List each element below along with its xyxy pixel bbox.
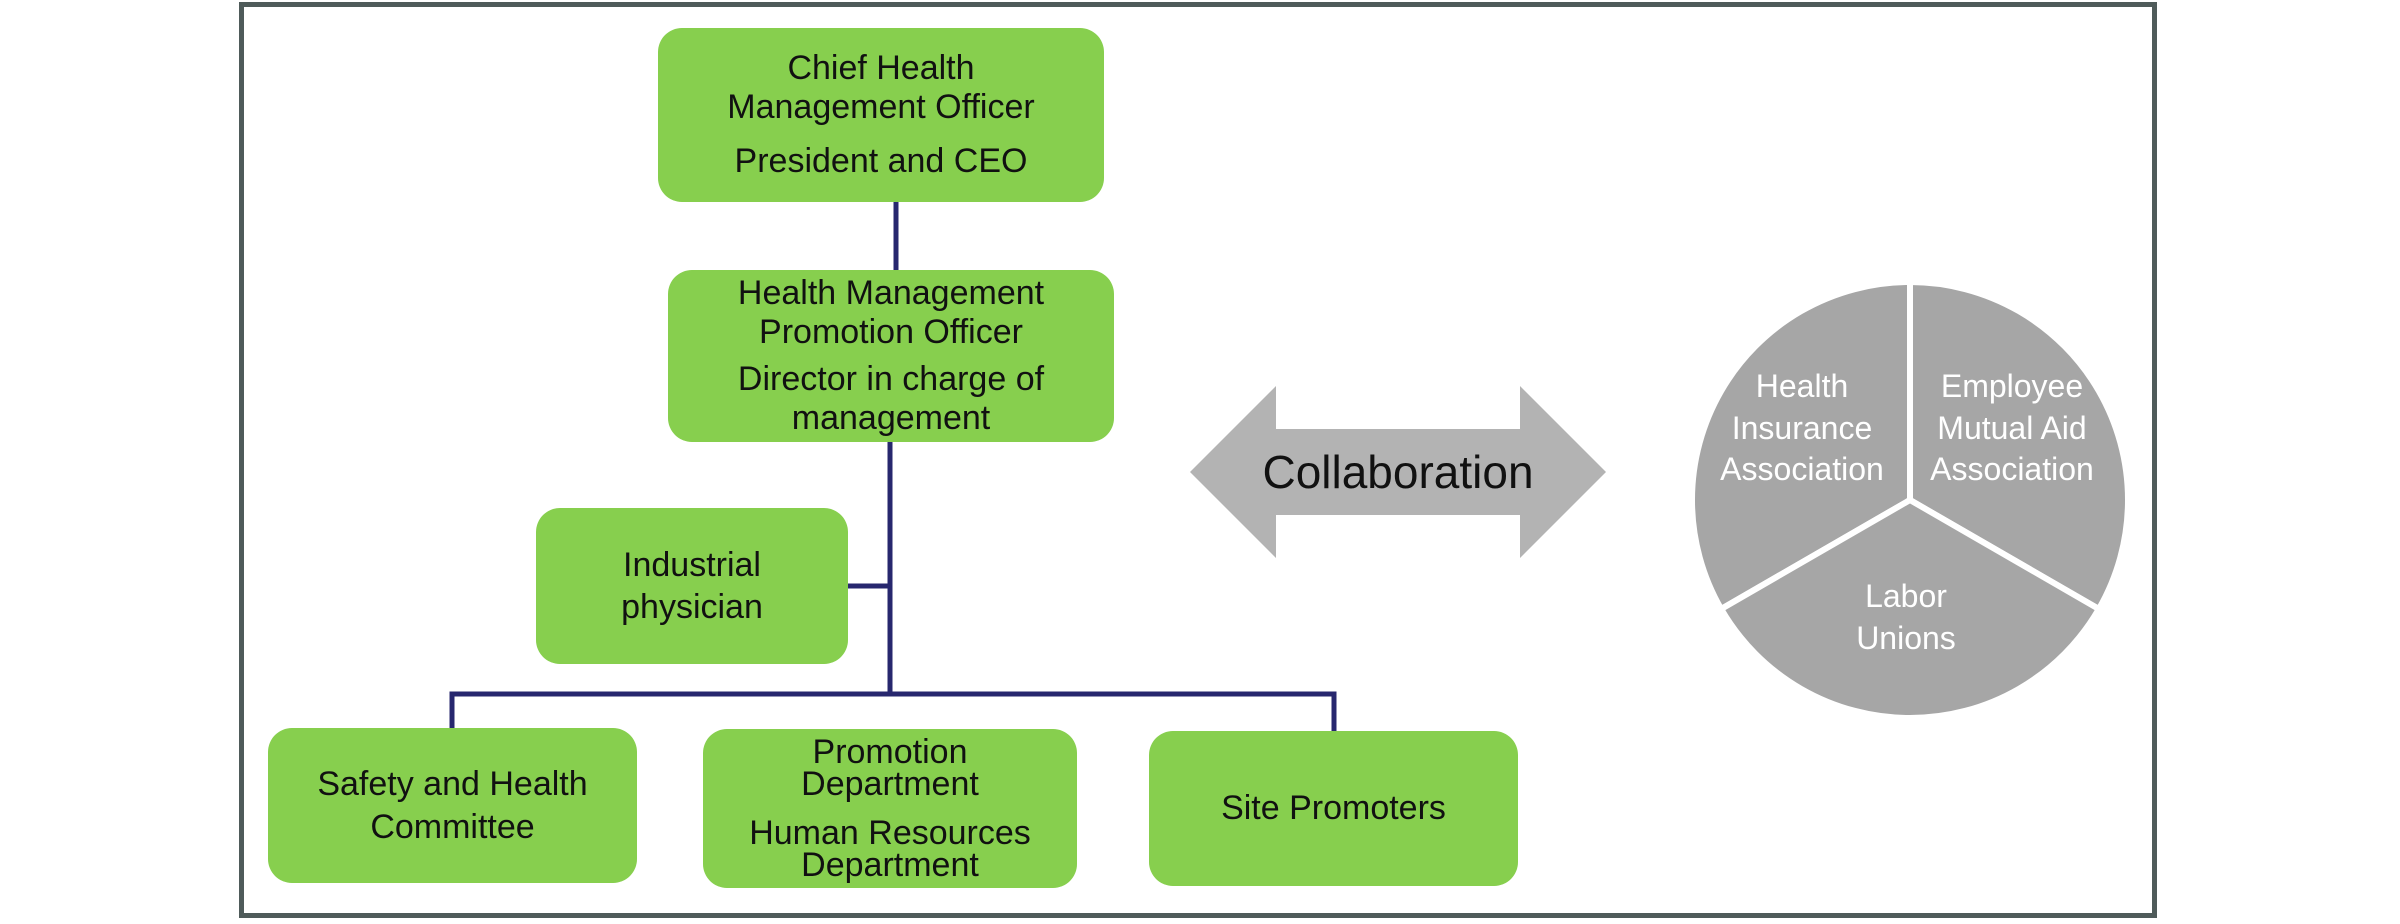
officer-title-line1: Health Management (737, 273, 1045, 312)
partner-organizations-pie (1690, 280, 2130, 720)
chief-role: President and CEO (734, 141, 1028, 180)
diagram-frame (239, 2, 2157, 918)
health-management-promotion-officer-box: Health Management Promotion Officer Dire… (668, 270, 1114, 442)
pie-slice-mutual-aid (1907, 280, 2130, 612)
industrial-physician-box: Industrial physician (536, 508, 848, 664)
collaboration-double-arrow (1190, 386, 1606, 558)
safety-and-health-committee-box: Safety and Health Committee (268, 728, 637, 883)
health-insurance-association-label: Health Insurance Association (1720, 368, 1884, 488)
officer-role-line1: Director in charge of (737, 360, 1045, 398)
officer-role-line2: management (791, 399, 991, 438)
officer-title-line2: Promotion Officer (759, 312, 1023, 351)
connector-bottom-branch (449, 691, 1337, 731)
safety-line2: Committee (370, 807, 535, 846)
chief-health-management-officer-box: Chief Health Management Officer Presiden… (658, 28, 1104, 202)
chief-title-line2: Management Officer (727, 88, 1035, 127)
collaboration-label: Collaboration (1262, 446, 1534, 498)
safety-line1: Safety and Health (317, 765, 588, 803)
site-promoters-label: Site Promoters (1221, 788, 1446, 827)
chief-title-line1: Chief Health (787, 49, 975, 88)
departments-box: Promotion Department Human Resources Dep… (703, 729, 1077, 888)
departments-line4: Department (801, 845, 979, 884)
pie-slice-labor-unions (1718, 497, 2102, 720)
departments-line1: Promotion (812, 732, 968, 771)
site-promoters-box: Site Promoters (1149, 731, 1518, 886)
employee-mutual-aid-association-label: Employee Mutual Aid Association (1930, 368, 2094, 488)
physician-line1: Industrial (623, 545, 761, 584)
labor-unions-label: Labor Unions (1856, 578, 1956, 656)
physician-line2: physician (621, 588, 763, 626)
departments-line3: Human Resources (749, 813, 1031, 852)
pie-slice-health-insurance (1690, 280, 1913, 612)
departments-line2: Department (801, 765, 979, 804)
